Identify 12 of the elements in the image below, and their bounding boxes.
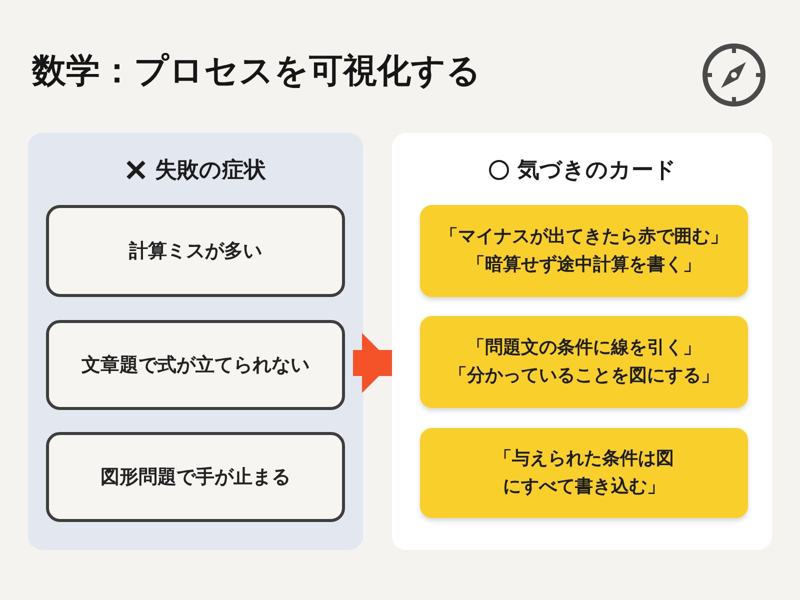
arrow <box>350 333 392 393</box>
note-card: 「問題文の条件に線を引く」 「分かっていることを図にする」 <box>420 316 748 408</box>
symptom-box: 文章題で式が立てられない <box>46 320 345 410</box>
panel <box>392 133 772 550</box>
symptom-box: 計算ミスが多い <box>46 205 345 297</box>
note-card: 「マイナスが出てきたら赤で囲む」 「暗算せず途中計算を書く」 <box>420 205 748 297</box>
note-card: 「与えられた条件は図にすべて書き込む」 <box>420 428 748 518</box>
panel-heading: 失敗の症状 <box>155 157 266 185</box>
panel-heading: 気づきのカード <box>518 157 676 185</box>
title: 数学：プロセスを可視化する <box>32 50 481 93</box>
symptom-box: 図形問題で手が止まる <box>46 432 345 522</box>
panel <box>28 133 363 550</box>
